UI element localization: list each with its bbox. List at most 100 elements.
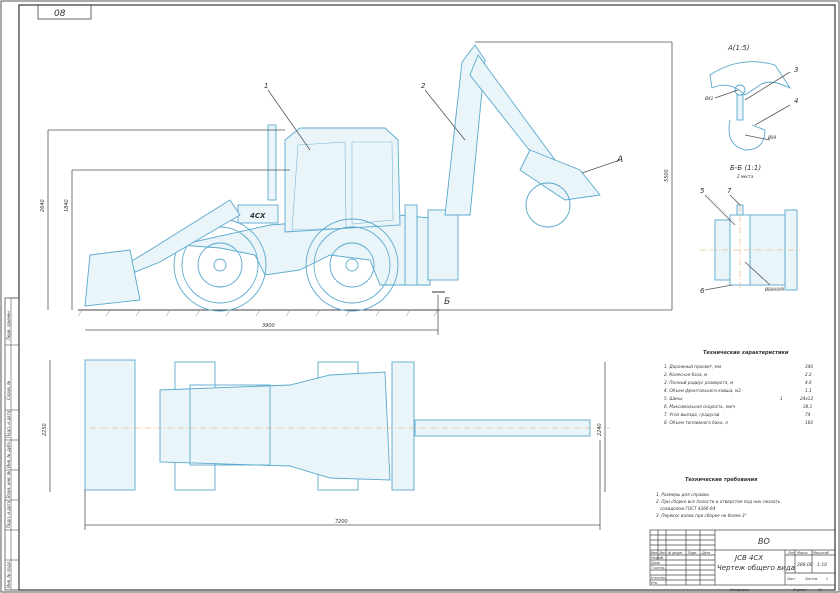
label-text: Взам. инв. № (6, 471, 11, 498)
drawing-title-2: Чертеж общего вида (717, 564, 795, 572)
top-chassis (159, 371, 391, 481)
label-text: Подп. и дата (6, 500, 11, 528)
left-margin-strip: Перв. примен. Справ. № Подп. и дата Инв.… (4, 297, 20, 591)
label-text: 6. Максимальная скорость, км/ч (664, 404, 736, 409)
label-text: № докум. (667, 551, 683, 555)
sheets-label: Листов (804, 577, 817, 581)
drawing-title-1: JCB 4CX (733, 554, 763, 562)
callout-b: Б (444, 297, 450, 307)
label-text: Перв. примен. (6, 310, 11, 340)
sheets-count: 1 (826, 577, 828, 581)
top-cab (189, 384, 271, 466)
label-text: Подп. и дата (6, 410, 11, 438)
cab-window-rear (351, 141, 394, 225)
dim-width-rear: 2240 (597, 423, 603, 436)
label-text: 160 (805, 420, 813, 425)
callout-7: 7 (727, 187, 732, 195)
label-text: 74 (805, 412, 811, 417)
top-stamp: 08 (37, 4, 92, 20)
format-value: А1 (817, 588, 822, 592)
label-text: Пров. (651, 561, 661, 565)
label-text: 3. Полный радиус разворота, м (664, 380, 733, 385)
backhoe-boom (444, 44, 486, 216)
label-text: Разраб. (651, 556, 664, 560)
top-stamp-text: 08 (54, 9, 66, 19)
hook-bracket (709, 61, 792, 96)
callout-a: А (616, 155, 623, 165)
side-view: 4CX 2640 1840 3900 5500 1 2 А Б (40, 41, 673, 335)
mass-value: 288.00 (797, 562, 813, 568)
label-text: Изм. (651, 551, 658, 555)
label-text: 3. Перекос валов при сборке не более 3° (656, 513, 747, 518)
hook-icon (728, 119, 766, 151)
dim-height-total: 2640 (40, 199, 46, 212)
label-text: солидолом ГОСТ 4366-64 (660, 506, 716, 511)
dim-d42: Ø42 (704, 96, 714, 101)
label-text: Лист (658, 551, 667, 555)
label-text: 2.2 (805, 372, 812, 377)
label-text: 38.1 (803, 404, 813, 409)
stabilizer (404, 204, 418, 286)
callout-5: 5 (700, 187, 705, 195)
front-bucket (84, 249, 141, 307)
title-block-text: ВО JCB 4CX Чертеж общего вида Лит. Масса… (651, 537, 829, 592)
cab-window (291, 141, 347, 231)
mass-label: Масса (797, 551, 808, 555)
tech-requirements: Технические требования 1. Размеры для сп… (656, 476, 781, 518)
section-view-b: Б-Б (1:1) 2 места 5 7 6 Ø80H9/f9 (700, 164, 800, 295)
rear-wheel (305, 218, 399, 312)
sheet-label: Лист (786, 577, 795, 581)
label-text: Дата (701, 551, 710, 555)
machine-label: 4CX (250, 212, 266, 220)
section-b-title: Б-Б (1:1) (730, 164, 761, 172)
section-b-subtitle: 2 места (737, 174, 754, 179)
dim-height-cab: 1840 (64, 199, 70, 212)
cab (284, 127, 401, 233)
dipper-arm (469, 54, 556, 171)
callout-4: 4 (794, 97, 798, 105)
format-label: Формат (793, 588, 806, 592)
title-block (649, 529, 836, 586)
lit-label: Лит. (787, 551, 796, 555)
hook-detail-circle (525, 182, 571, 228)
detail-view-a: А(1:5) Ø42 Ø89 3 4 (704, 44, 798, 151)
tech-requirements-title: Технические требования (685, 476, 758, 483)
label-text: Инв. № подл. (6, 560, 11, 588)
dim-d89: Ø89 (767, 135, 777, 140)
exhaust (267, 124, 277, 201)
top-view: 2250 2240 7200 (42, 359, 610, 530)
label-text: 24x12 (800, 396, 813, 401)
dim-height-boom: 5500 (664, 169, 670, 182)
label-text: 8. Объем топливного бака, л (664, 420, 728, 425)
top-front-bucket (84, 359, 136, 491)
dim-width-front: 2250 (42, 423, 48, 436)
label-text: 2. При сборке все полости и отверстия по… (656, 499, 781, 504)
loader-arm (129, 199, 241, 273)
label-text: 4.6 (805, 380, 812, 385)
callout-6: 6 (700, 287, 705, 295)
label-text: 5. Шины (664, 396, 683, 401)
label-text: Утв. (651, 581, 658, 585)
callout-2: 2 (421, 82, 426, 90)
label-text: Н.контр. (651, 576, 666, 580)
drawing-designation: ВО (758, 537, 770, 546)
label-text: 1 (780, 396, 783, 401)
label-text: 1. Размеры для справок. (656, 492, 710, 497)
sheet-frame (18, 4, 836, 591)
callout-1: 1 (264, 82, 268, 90)
label-text: 2. Колесная база, м (664, 372, 707, 377)
label-text: 4. Объем фронтального ковша, м3 (664, 388, 741, 393)
swing-frame (427, 209, 459, 281)
tech-characteristics-title: Технические характеристики (703, 350, 789, 356)
label-text: Справ. № (6, 381, 11, 400)
label-text: 1.1 (805, 388, 812, 393)
callout-3: 3 (794, 66, 798, 74)
dim-length-base: 3900 (262, 323, 275, 329)
label-text: 340 (805, 364, 813, 369)
label-text: 7. Угол выезда, градусов (664, 412, 720, 417)
copied-label: Копировал (730, 588, 750, 592)
scale-value: 1:10 (817, 562, 827, 568)
label-text: Инв. № дубл. (6, 441, 11, 468)
